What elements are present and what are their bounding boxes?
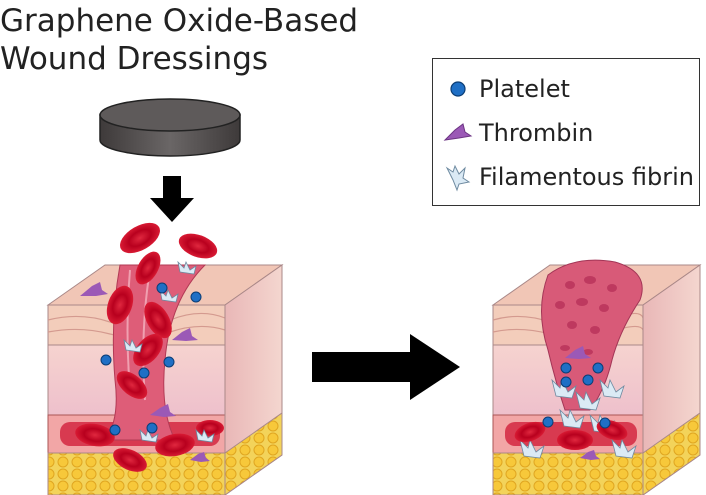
legend-item-thrombin: Thrombin [443,113,593,153]
legend-label: Thrombin [479,119,594,147]
skin-block-left [46,222,284,495]
legend-item-fibrin: Filamentous fibrin [443,157,694,197]
right-arrow [312,334,460,400]
title-line-1: Graphene Oxide-Based [0,3,359,39]
down-arrow [150,176,194,222]
dressing-disc [99,98,241,157]
legend-item-platelet: Platelet [443,69,570,109]
legend-label: Platelet [479,75,570,103]
platelet-icon [450,81,466,97]
fibrin-icon [445,164,471,192]
legend-box: Platelet Thrombin Filamentous fibrin [432,58,700,206]
skin-block-right [491,259,702,495]
title-line-2: Wound Dressings [0,41,269,77]
legend-label: Filamentous fibrin [479,163,694,191]
page-title: Graphene Oxide-Based Wound Dressings [0,2,358,78]
thrombin-icon [443,123,473,141]
